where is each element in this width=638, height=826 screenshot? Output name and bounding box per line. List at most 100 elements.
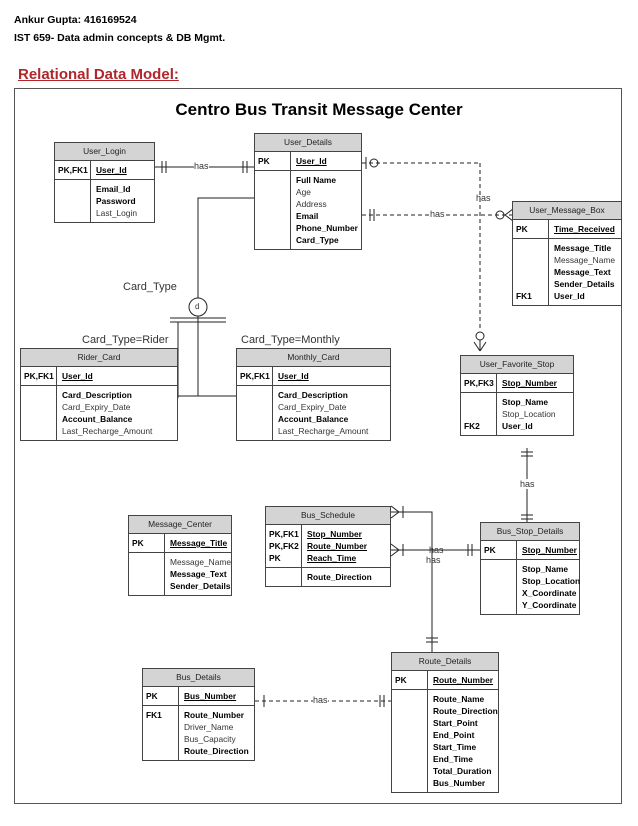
primary-key-section: PK Stop_Number (481, 541, 579, 560)
key-marker: PK,FK1 (240, 371, 270, 381)
key-marker (484, 599, 513, 611)
key-marker (240, 413, 269, 425)
key-marker: PK,FK3 (464, 378, 494, 388)
field-column: Route_Direction (302, 568, 377, 586)
field-name: Bus_Number (433, 778, 486, 788)
disjoint-label: d (195, 302, 200, 311)
key-marker: PK (258, 156, 270, 166)
key-column (255, 171, 291, 249)
primary-key-section: PK User_Id (255, 152, 361, 171)
key-column (481, 560, 517, 614)
has-label: has (426, 555, 441, 565)
key-marker: PK,FK1 (58, 165, 88, 175)
key-column: PK (143, 687, 179, 705)
author-line: Ankur Gupta: 416169524 (14, 14, 137, 26)
field-column: Stop_Number (517, 541, 582, 559)
key-marker (484, 575, 513, 587)
key-column: PK (129, 534, 165, 552)
key-marker: FK1 (146, 710, 162, 720)
field-name: Route_Direction (307, 572, 372, 582)
key-marker (24, 425, 53, 437)
field-name: End_Point (433, 730, 475, 740)
key-marker (58, 207, 87, 219)
field-name: Route_Number (433, 675, 494, 685)
field-name: Last_Recharge_Amount (278, 426, 369, 436)
field-name: Account_Balance (278, 414, 349, 424)
key-marker (258, 186, 287, 198)
table-name: Bus_Details (143, 669, 254, 687)
key-marker (395, 693, 424, 705)
key-marker (132, 580, 161, 592)
table-name: Monthly_Card (237, 349, 390, 367)
field-name: Card_Description (62, 390, 132, 400)
field-name: Stop_Number (522, 545, 577, 555)
table-name: Rider_Card (21, 349, 177, 367)
field-name: Full Name (296, 175, 337, 185)
field-name: Stop_Number (307, 529, 362, 539)
key-marker (516, 242, 545, 254)
has-label: has (430, 209, 445, 219)
key-marker (395, 741, 424, 753)
key-marker (24, 389, 53, 401)
key-column: PK (255, 152, 291, 170)
diagram-title: Centro Bus Transit Message Center (175, 100, 463, 119)
has-label: has (194, 161, 209, 171)
field-name: Message_Name (554, 255, 615, 265)
key-column: PK (513, 220, 549, 238)
field-name: User_Id (296, 156, 327, 166)
key-column (55, 180, 91, 222)
field-name: Message_Title (554, 243, 612, 253)
field-name: Stop_Location (522, 576, 581, 586)
key-column: PK (392, 671, 428, 689)
key-marker (484, 587, 513, 599)
attribute-section: Route_Direction (266, 568, 390, 586)
key-column: PK,FK1 (21, 367, 57, 385)
field-name: Card_Expiry_Date (62, 402, 131, 412)
key-marker (269, 571, 298, 583)
key-marker (240, 425, 269, 437)
field-name: Route_Direction (184, 746, 249, 756)
key-marker (240, 401, 269, 413)
key-marker: PK (484, 545, 496, 555)
field-name: Account_Balance (62, 414, 133, 424)
key-marker: FK2 (464, 421, 480, 431)
key-marker (395, 777, 424, 789)
key-column: PK (481, 541, 517, 559)
field-name: Driver_Name (184, 722, 234, 732)
field-name: Reach_Time (307, 553, 357, 563)
key-marker (516, 266, 545, 278)
key-marker (258, 234, 287, 246)
key-marker (464, 408, 493, 420)
field-name: Email_Id (96, 184, 131, 194)
card-type-rider-label: Card_Type=Rider (82, 334, 169, 346)
key-marker: FK1 (516, 291, 532, 301)
field-name: User_Id (278, 371, 309, 381)
field-name: Age (296, 187, 311, 197)
key-marker: PK,FK2 (269, 541, 299, 551)
field-column: Route_Number (428, 671, 498, 689)
key-marker (395, 705, 424, 717)
key-marker (395, 753, 424, 765)
key-marker (58, 183, 87, 195)
field-name: Last_Login (96, 208, 137, 218)
key-marker: PK (146, 691, 158, 701)
